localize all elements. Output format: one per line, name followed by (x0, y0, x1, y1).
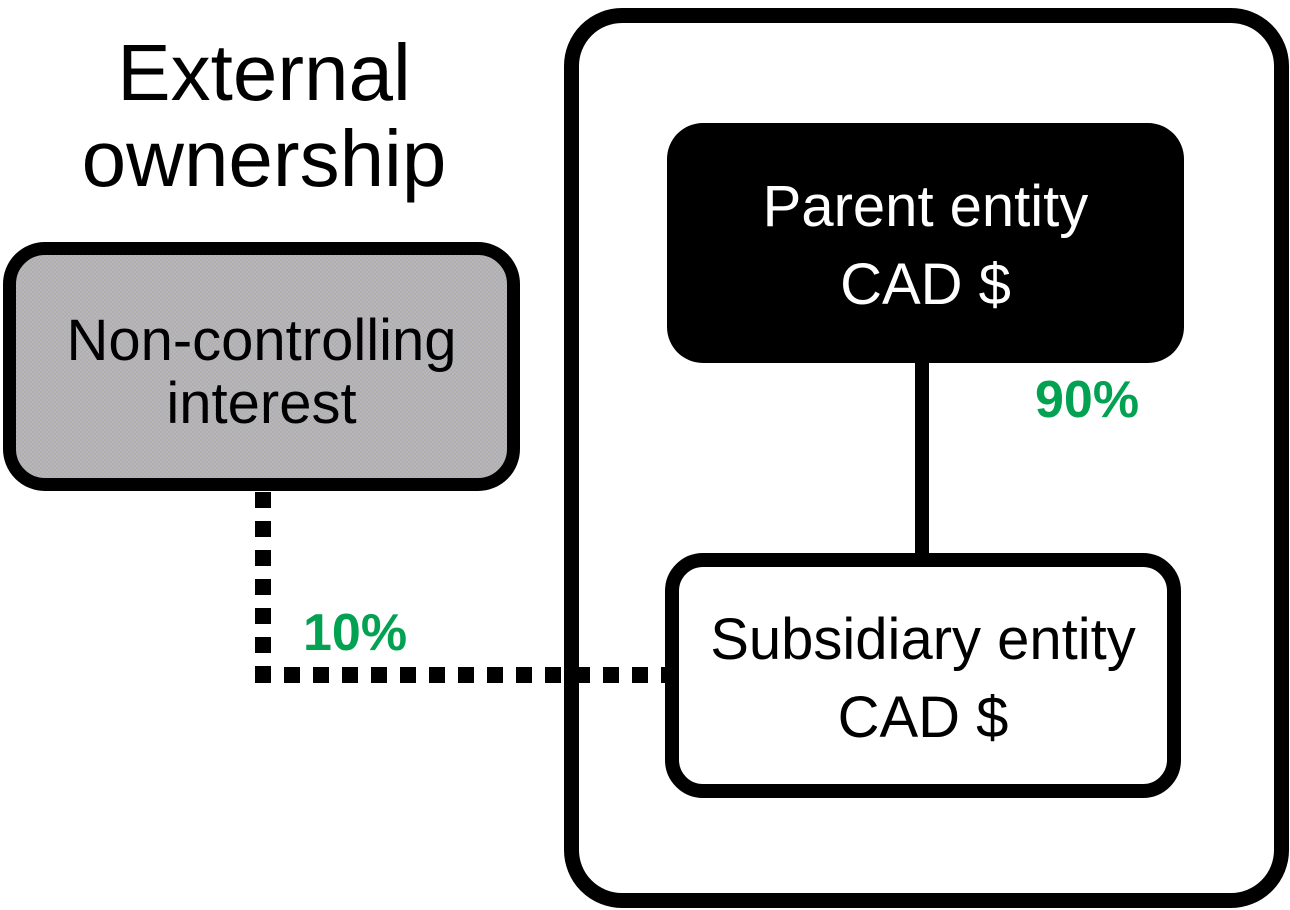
subsidiary-entity-currency: CAD $ (837, 684, 1009, 750)
non-controlling-interest-box: Non-controlling interest (3, 242, 520, 491)
non-controlling-interest-line1: Non-controlling (66, 307, 457, 373)
parent-ownership-percentage-label: 90% (1035, 371, 1140, 429)
diagram-title: External ownership (0, 30, 528, 202)
nci-connector-horizontal-dotted-line (255, 667, 667, 683)
non-controlling-interest-label: Non-controlling interest (66, 299, 456, 435)
diagram-title-line2: ownership (81, 114, 447, 203)
subsidiary-entity-box: Subsidiary entity CAD $ (665, 553, 1181, 798)
parent-entity-box: Parent entity CAD $ (667, 123, 1184, 363)
nci-ownership-percentage-label: 10% (303, 604, 408, 662)
subsidiary-entity-name: Subsidiary entity (710, 606, 1136, 672)
non-controlling-interest-line2: interest (166, 370, 357, 436)
parent-subsidiary-connector-line (915, 361, 929, 555)
parent-entity-currency: CAD $ (840, 252, 1011, 317)
nci-connector-vertical-dotted-line (255, 492, 271, 683)
diagram-title-line1: External (117, 28, 411, 117)
parent-entity-name: Parent entity (762, 174, 1089, 239)
